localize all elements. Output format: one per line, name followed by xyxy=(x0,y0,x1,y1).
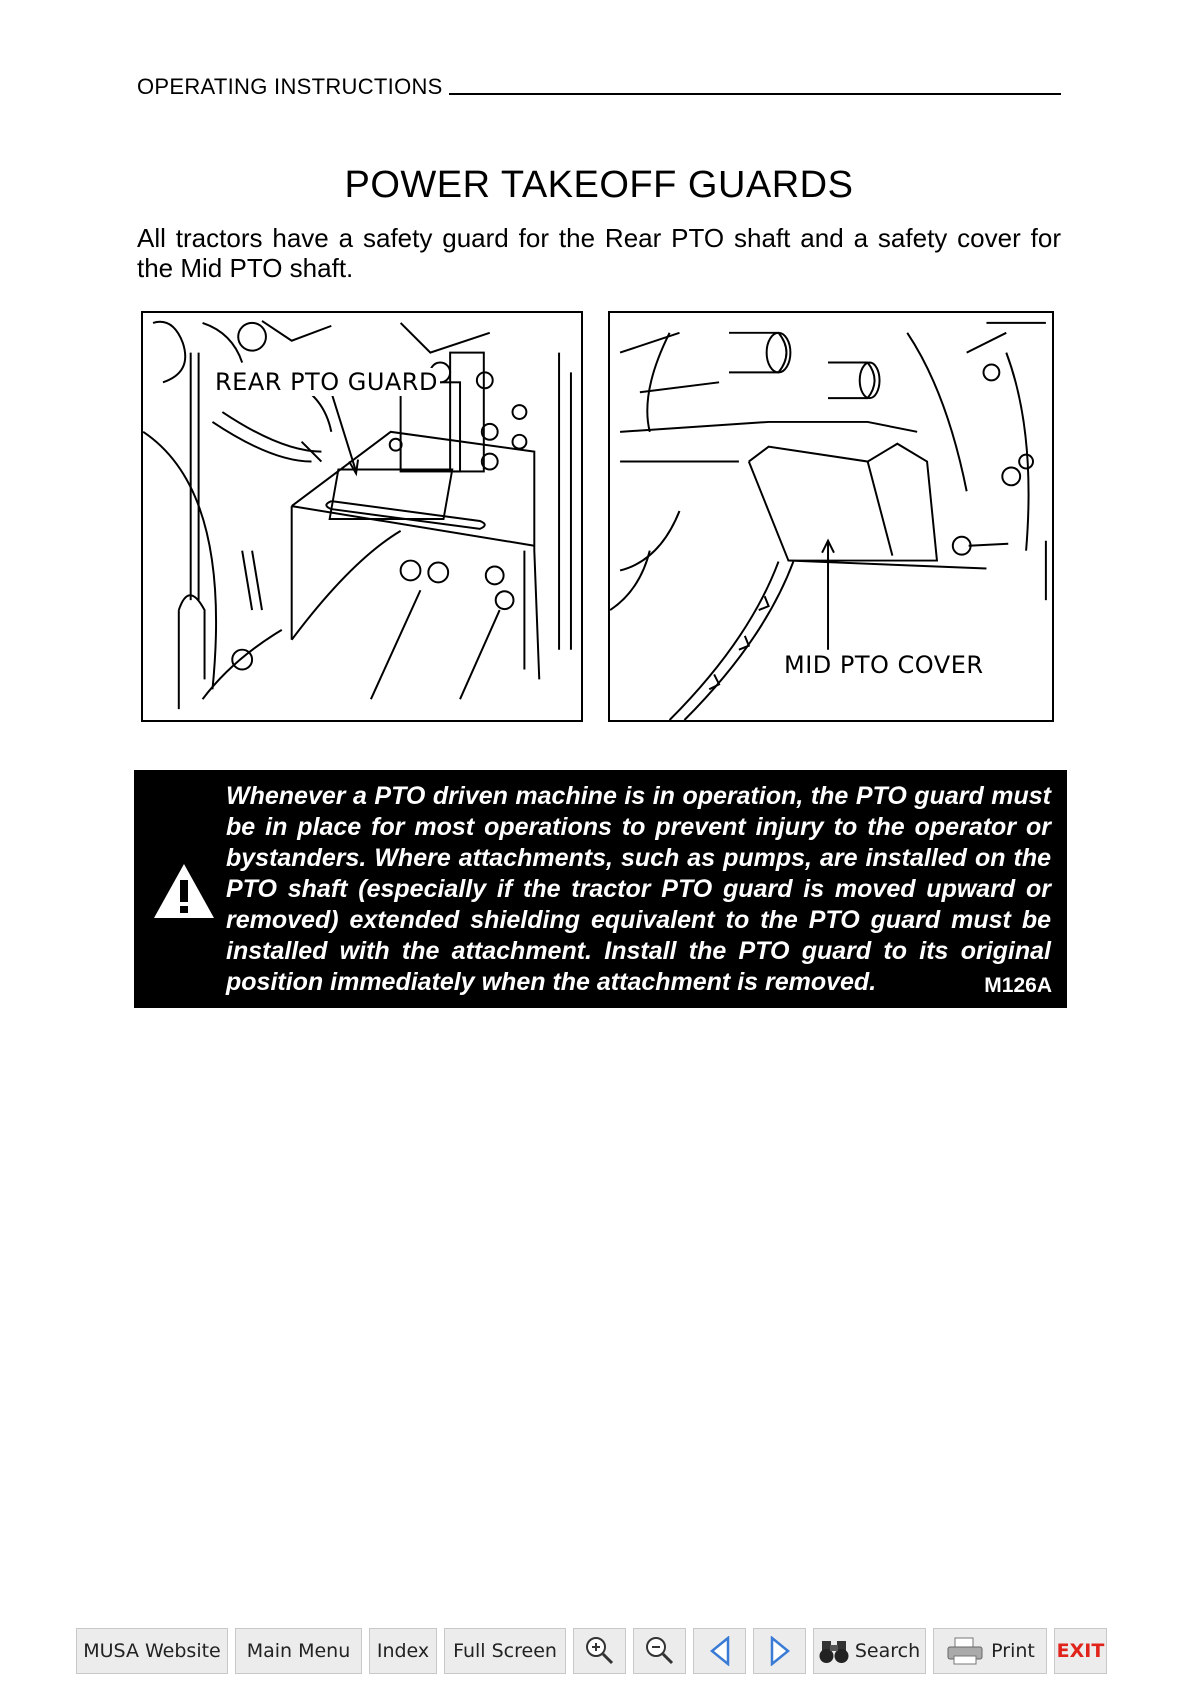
header-rule xyxy=(448,93,1061,95)
section-header: OPERATING INSTRUCTIONS xyxy=(137,74,443,99)
intro-paragraph: All tractors have a safety guard for the… xyxy=(137,223,1061,283)
printer-icon xyxy=(945,1636,985,1666)
page-header: OPERATING INSTRUCTIONS xyxy=(137,72,1061,98)
previous-page-icon xyxy=(708,1636,732,1666)
full-screen-button[interactable]: Full Screen xyxy=(444,1628,566,1674)
rear-pto-guard-figure: REAR PTO GUARD xyxy=(141,311,583,722)
previous-page-button[interactable] xyxy=(693,1628,746,1674)
zoom-in-icon xyxy=(584,1635,616,1667)
musa-website-button[interactable]: MUSA Website xyxy=(76,1628,228,1674)
print-button[interactable]: Print xyxy=(933,1628,1047,1674)
index-button[interactable]: Index xyxy=(369,1628,437,1674)
warning-code: M126A xyxy=(984,974,1052,997)
mid-pto-cover-figure: MID PTO COVER xyxy=(608,311,1054,722)
navigation-toolbar: MUSA Website Main Menu Index Full Screen… xyxy=(76,1628,1107,1674)
search-label: Search xyxy=(854,1640,921,1662)
mid-pto-cover-illustration xyxy=(610,321,1047,720)
binoculars-icon xyxy=(819,1637,849,1665)
mid-pto-cover-label: MID PTO COVER xyxy=(782,651,986,679)
print-label: Print xyxy=(991,1640,1035,1662)
page-title: POWER TAKEOFF GUARDS xyxy=(344,164,854,206)
safety-warning-box: Whenever a PTO driven machine is in oper… xyxy=(134,770,1067,1008)
search-button[interactable]: Search xyxy=(813,1628,926,1674)
zoom-in-button[interactable] xyxy=(573,1628,626,1674)
zoom-out-button[interactable] xyxy=(633,1628,686,1674)
next-page-icon xyxy=(768,1636,792,1666)
exit-button[interactable]: EXIT xyxy=(1054,1628,1107,1674)
zoom-out-icon xyxy=(644,1635,676,1667)
warning-text: Whenever a PTO driven machine is in oper… xyxy=(226,782,1051,996)
main-menu-button[interactable]: Main Menu xyxy=(235,1628,362,1674)
warning-triangle-icon xyxy=(152,862,216,920)
next-page-button[interactable] xyxy=(753,1628,806,1674)
rear-pto-guard-label: REAR PTO GUARD xyxy=(213,368,440,396)
